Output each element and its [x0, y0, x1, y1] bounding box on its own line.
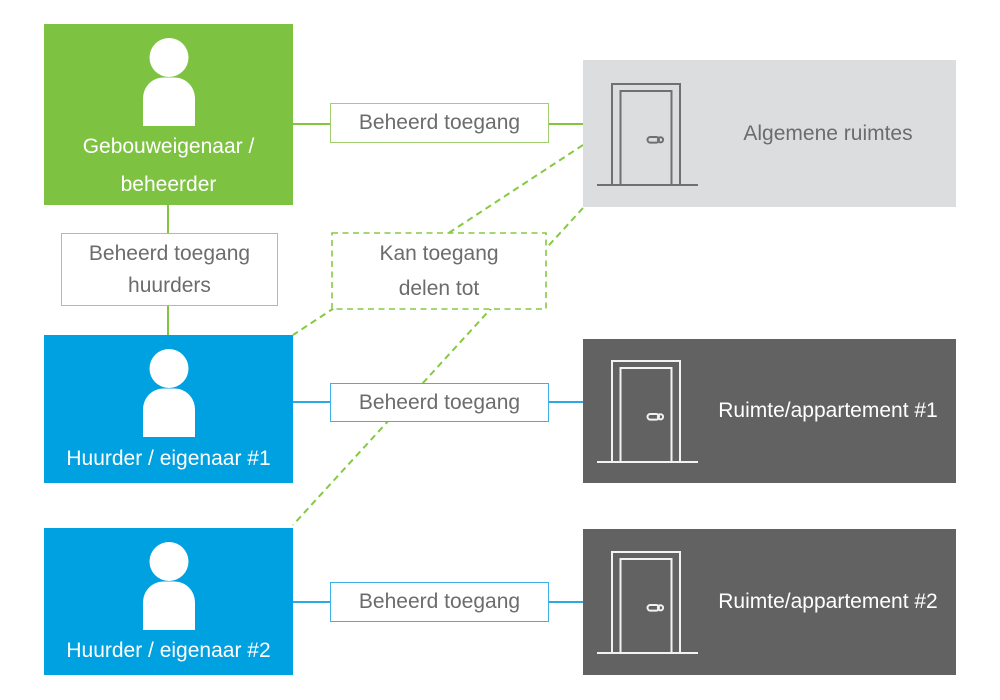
- tenant-2-label: Huurder / eigenaar #2: [66, 639, 271, 662]
- owner-label-line2: beheerder: [120, 173, 217, 196]
- node-room-2: Ruimte/appartement #2: [583, 529, 956, 675]
- connector-managed-access-room1-label: Beheerd toegang: [358, 390, 521, 414]
- common-rooms-label: Algemene ruimtes: [743, 121, 913, 145]
- room-1-label: Ruimte/appartement #1: [718, 399, 938, 422]
- connector-managed-access-room2-label: Beheerd toegang: [358, 590, 521, 613]
- node-tenant-1: Huurder / eigenaar #1: [44, 335, 293, 483]
- connector-managed-access-tenants-line2: huurders: [128, 273, 211, 297]
- owner-label: Gebouweigenaar / beheerder: [44, 128, 293, 204]
- node-building-owner: Gebouweigenaar / beheerder: [44, 24, 293, 205]
- person-icon: [142, 349, 195, 437]
- connector-share-access: Kan toegang delen tot: [331, 232, 547, 310]
- tenant-1-label: Huurder / eigenaar #1: [66, 447, 271, 470]
- connector-managed-access-room1: Beheerd toegang: [330, 383, 549, 422]
- room-2-label: Ruimte/appartement #2: [718, 590, 938, 613]
- door-icon: [597, 551, 698, 654]
- node-common-rooms: Algemene ruimtes: [583, 60, 956, 207]
- connector-managed-access-room2: Beheerd toegang: [330, 582, 549, 622]
- node-tenant-2: Huurder / eigenaar #2: [44, 528, 293, 675]
- connector-share-access-line1: Kan toegang: [379, 242, 499, 265]
- node-room-1: Ruimte/appartement #1: [583, 339, 956, 483]
- person-icon: [142, 38, 195, 126]
- door-icon: [597, 82, 698, 186]
- connector-managed-access-tenants: Beheerd toegang huurders: [61, 233, 278, 306]
- connector-share-access-line2: delen tot: [398, 277, 480, 300]
- share-access-box-border: [331, 232, 547, 310]
- connector-managed-access-tenants-line1: Beheerd toegang: [88, 241, 251, 265]
- connector-managed-access-common: Beheerd toegang: [330, 103, 549, 143]
- door-icon: [597, 360, 698, 463]
- owner-label-line1: Gebouweigenaar /: [82, 135, 255, 158]
- connector-managed-access-common-label: Beheerd toegang: [358, 111, 521, 134]
- person-icon: [142, 542, 195, 630]
